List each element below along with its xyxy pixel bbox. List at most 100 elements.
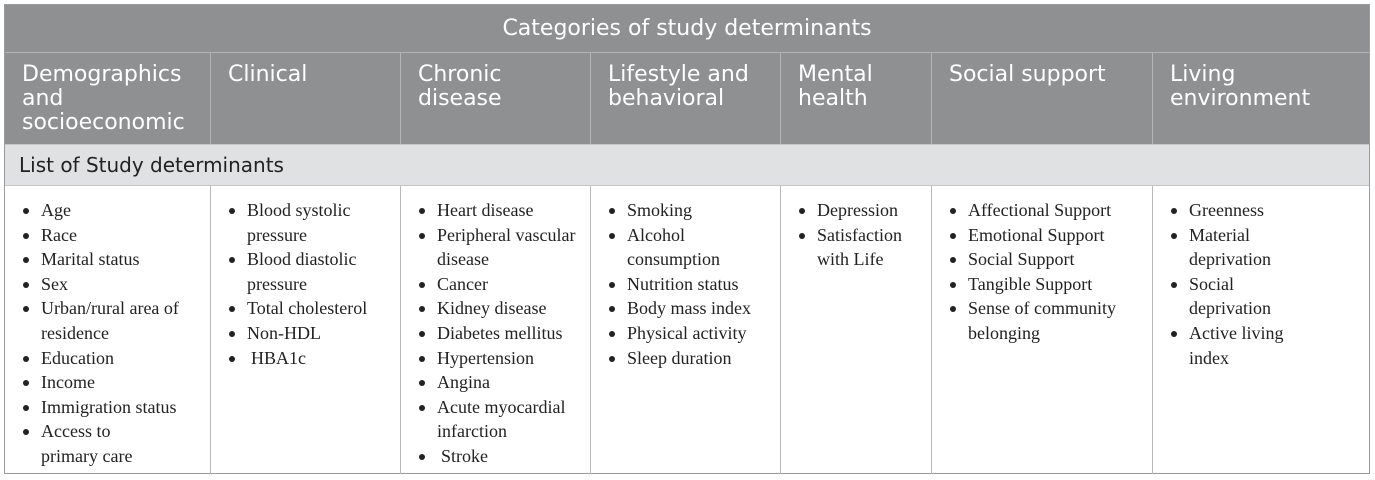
- list-item: Greenness: [1171, 198, 1289, 223]
- list-item: Sex: [23, 272, 200, 297]
- list-item: Heart disease: [419, 198, 584, 223]
- list-item: Nutrition status: [609, 272, 780, 297]
- list-item: Acute myocardial infarction: [419, 395, 584, 444]
- list-item: Hypertension: [419, 346, 584, 371]
- bullet-icon: [419, 330, 425, 337]
- bullet-icon: [419, 281, 425, 288]
- category-header-row: Demographics and socioeconomic Clinical …: [5, 52, 1369, 144]
- list-item: Emotional Support: [950, 223, 1146, 248]
- list-item: Education: [23, 346, 200, 371]
- list-item: Affectional Support: [950, 198, 1146, 223]
- list-item: Non-HDL: [229, 321, 384, 346]
- determinant-cell: Blood systolic pressure Blood diastolic …: [211, 186, 401, 474]
- bullet-icon: [229, 208, 235, 214]
- category-label: Chronic disease: [418, 62, 502, 111]
- category-label: Living environment: [1170, 62, 1311, 111]
- category-header-cell: Lifestyle and behavioral: [591, 53, 781, 144]
- category-header-cell: Chronic disease: [401, 53, 591, 144]
- category-header-cell: Social support: [932, 53, 1153, 144]
- bullet-icon: [419, 380, 425, 387]
- determinant-list: Blood systolic pressure Blood diastolic …: [211, 186, 400, 370]
- list-item: HBA1c: [229, 346, 384, 371]
- list-item: Race: [23, 223, 200, 248]
- bullet-icon: [950, 281, 956, 288]
- list-item: Peripheral vascular disease: [419, 223, 584, 272]
- determinant-list: Smoking Alcohol consumption Nutrition st…: [591, 186, 780, 370]
- list-item: Total cholesterol: [229, 296, 384, 321]
- list-item: Blood systolic pressure: [229, 198, 384, 247]
- list-item: Depression: [799, 198, 917, 223]
- bullet-icon: [1171, 330, 1177, 337]
- bullet-icon: [23, 306, 29, 313]
- bullet-icon: [23, 232, 29, 239]
- category-label: Demographics and socioeconomic: [22, 62, 185, 135]
- bullet-icon: [609, 355, 615, 362]
- list-item: Social deprivation: [1171, 272, 1289, 321]
- determinant-cell: Smoking Alcohol consumption Nutrition st…: [591, 186, 781, 474]
- list-item: Body mass index: [609, 296, 780, 321]
- list-item: Urban/rural area of residence: [23, 296, 200, 345]
- bullet-icon: [950, 232, 956, 239]
- list-item: Tangible Support: [950, 272, 1146, 297]
- category-header-cell: Clinical: [211, 53, 401, 144]
- category-header-cell: Mental health: [781, 53, 932, 144]
- list-item: Cancer: [419, 272, 584, 297]
- determinant-list: Heart disease Peripheral vascular diseas…: [401, 186, 590, 469]
- bullet-icon: [1171, 208, 1177, 214]
- bullet-icon: [609, 281, 615, 288]
- category-label: Lifestyle and behavioral: [608, 62, 749, 111]
- determinant-cell: Heart disease Peripheral vascular diseas…: [401, 186, 591, 474]
- bullet-icon: [799, 208, 805, 214]
- determinant-cell: Depression Satisfaction with Life: [781, 186, 932, 474]
- table-title: Categories of study determinants: [5, 5, 1369, 52]
- bullet-icon: [23, 380, 29, 387]
- bullet-icon: [609, 232, 615, 239]
- category-label: Clinical: [228, 62, 308, 87]
- category-label: Mental health: [798, 62, 873, 111]
- list-item: Immigration status: [23, 395, 200, 420]
- list-item: Kidney disease: [419, 296, 584, 321]
- list-item: Stroke: [419, 444, 584, 469]
- bullet-icon: [23, 429, 29, 436]
- bullet-icon: [609, 306, 615, 313]
- determinant-cell: Affectional Support Emotional Support So…: [932, 186, 1153, 474]
- determinant-list: Age Race Marital status Sex Urban/rural …: [5, 186, 210, 469]
- determinants-row: Age Race Marital status Sex Urban/rural …: [5, 186, 1369, 474]
- list-item: Social Support: [950, 247, 1146, 272]
- bullet-icon: [23, 208, 29, 214]
- list-item: Age: [23, 198, 200, 223]
- bullet-icon: [229, 355, 235, 362]
- category-header-cell: Demographics and socioeconomic: [5, 53, 211, 144]
- bullet-icon: [419, 306, 425, 313]
- determinant-cell: Greenness Material deprivation Social de…: [1153, 186, 1369, 474]
- bullet-icon: [799, 232, 805, 239]
- bullet-icon: [23, 257, 29, 264]
- list-item: Physical activity: [609, 321, 780, 346]
- bullet-icon: [609, 208, 615, 214]
- list-item: Satisfaction with Life: [799, 223, 917, 272]
- determinant-cell: Age Race Marital status Sex Urban/rural …: [5, 186, 211, 474]
- list-item: Sense of community belonging: [950, 296, 1146, 345]
- bullet-icon: [229, 306, 235, 313]
- bullet-icon: [23, 355, 29, 362]
- list-item: Income: [23, 370, 200, 395]
- determinant-list: Affectional Support Emotional Support So…: [932, 186, 1152, 346]
- list-item: Blood diastolic pressure: [229, 247, 384, 296]
- list-item: Material deprivation: [1171, 223, 1289, 272]
- list-item: Sleep duration: [609, 346, 780, 371]
- bullet-icon: [419, 453, 425, 460]
- bullet-icon: [23, 404, 29, 411]
- bullet-icon: [23, 281, 29, 288]
- bullet-icon: [950, 306, 956, 313]
- category-label: Social support: [949, 62, 1106, 87]
- list-item: Alcohol consumption: [609, 223, 740, 272]
- bullet-icon: [419, 404, 425, 411]
- list-item: Diabetes mellitus: [419, 321, 584, 346]
- list-item: Access to primary care: [23, 419, 200, 468]
- bullet-icon: [950, 208, 956, 214]
- list-item: Smoking: [609, 198, 740, 223]
- bullet-icon: [950, 257, 956, 264]
- subheader-row: List of Study determinants: [5, 144, 1369, 186]
- bullet-icon: [419, 355, 425, 362]
- determinant-list: Greenness Material deprivation Social de…: [1153, 186, 1369, 370]
